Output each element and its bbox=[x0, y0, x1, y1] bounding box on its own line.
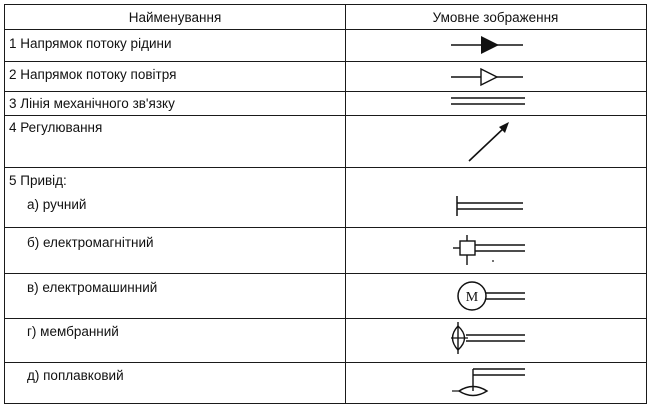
row-label-float-drive: д) поплавковий bbox=[27, 368, 124, 383]
row-divider bbox=[5, 227, 646, 228]
row-divider bbox=[5, 115, 646, 116]
row-divider bbox=[5, 29, 646, 30]
row-label-electric-motor-drive: в) електромашинний bbox=[27, 280, 158, 295]
electric-motor-drive-icon: M bbox=[457, 281, 525, 311]
row-label-manual-drive: а) ручний bbox=[27, 197, 87, 212]
row-label-membrane-drive: г) мембранний bbox=[27, 324, 119, 339]
row-divider bbox=[5, 362, 646, 363]
row-divider bbox=[5, 61, 646, 62]
row-label-drive: 5 Привід: bbox=[9, 173, 67, 188]
header-name: Найменування bbox=[128, 10, 222, 25]
hollow-triangle-arrow-icon bbox=[451, 67, 523, 87]
electromagnetic-drive-icon bbox=[453, 235, 525, 265]
symbols-table: Найменування Умовне зображення 1 Напрямо… bbox=[4, 4, 647, 404]
row-label-liquid-flow: 1 Напрямок потоку рідини bbox=[9, 36, 172, 51]
diagonal-arrow-icon bbox=[468, 122, 509, 162]
motor-label: M bbox=[466, 290, 479, 305]
row-divider bbox=[5, 91, 646, 92]
float-drive-icon bbox=[452, 368, 525, 397]
manual-drive-icon bbox=[456, 196, 523, 216]
row-label-air-flow: 2 Напрямок потоку повітря bbox=[9, 67, 177, 82]
row-label-regulation: 4 Регулювання bbox=[9, 120, 103, 135]
double-line-icon bbox=[451, 97, 525, 105]
row-divider bbox=[5, 273, 646, 274]
filled-triangle-arrow-icon bbox=[451, 36, 523, 54]
row-divider bbox=[5, 167, 646, 168]
row-label-mechanical-link: 3 Лінія механічного зв'язку bbox=[9, 96, 175, 111]
membrane-drive-icon bbox=[451, 322, 525, 354]
row-label-electromagnetic-drive: б) електромагнітний bbox=[27, 235, 154, 250]
header-symbol: Умовне зображення bbox=[432, 10, 559, 25]
column-divider bbox=[345, 5, 346, 403]
row-divider bbox=[5, 318, 646, 319]
